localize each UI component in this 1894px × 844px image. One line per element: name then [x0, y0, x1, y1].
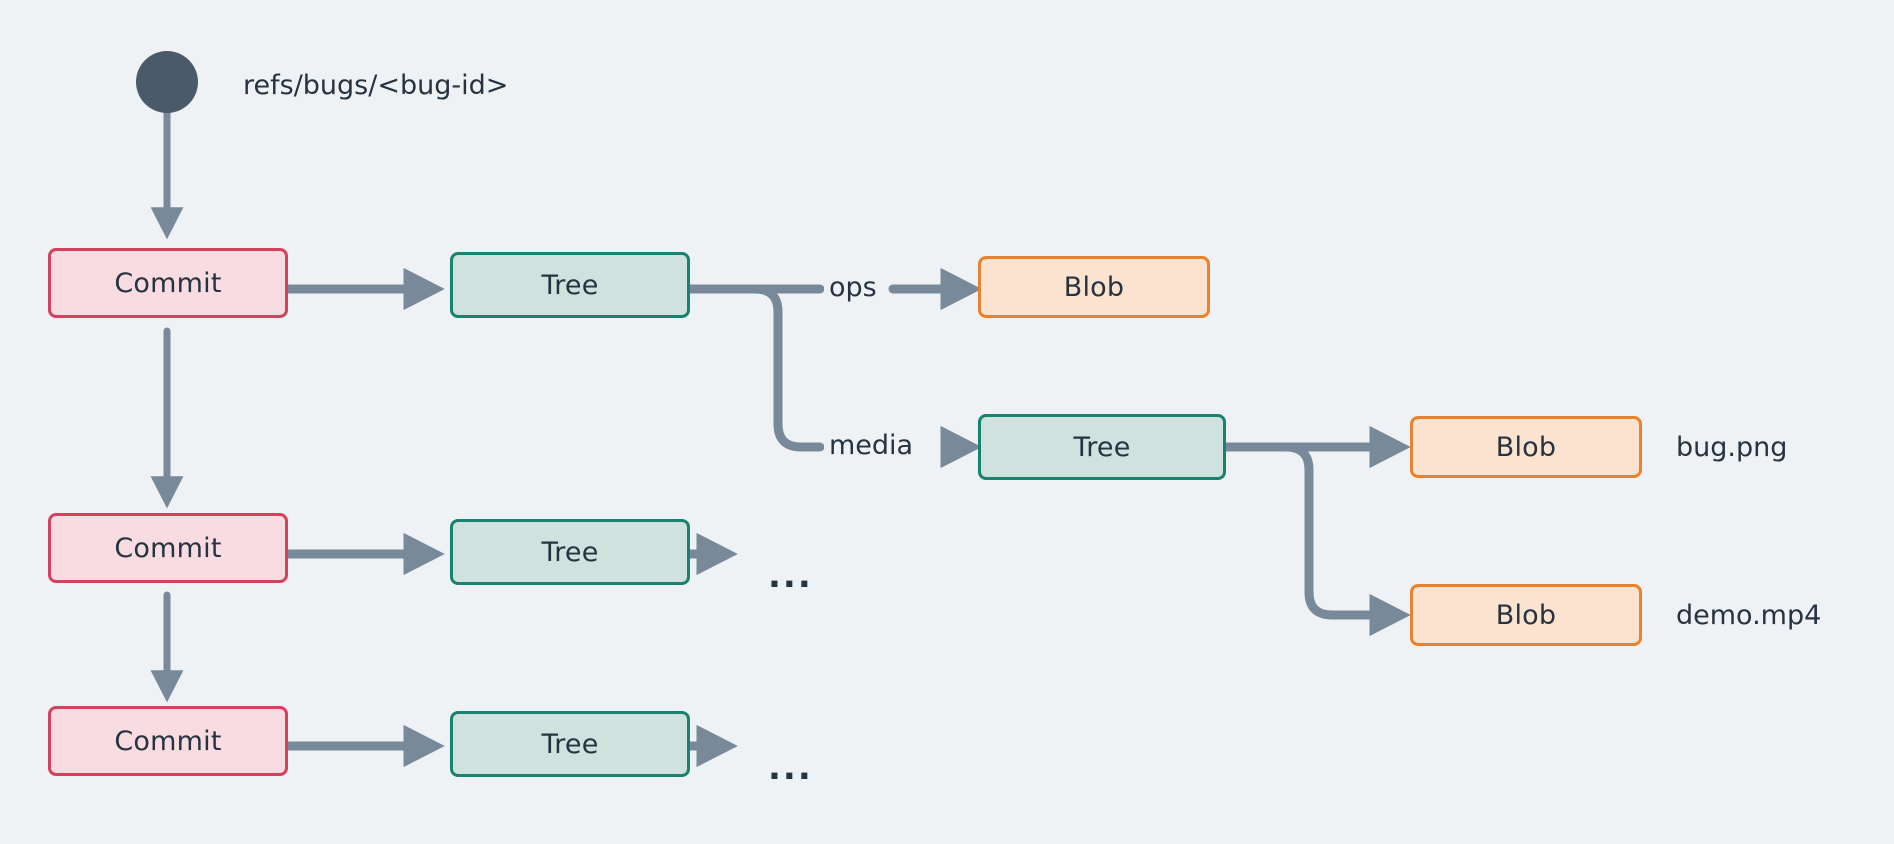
node-commit-1[interactable]: Commit	[48, 248, 288, 318]
branch-ref-dot[interactable]	[136, 51, 198, 113]
file-label-bug-png: bug.png	[1676, 432, 1788, 463]
edge-treemedia-to-demomp4	[1220, 442, 1411, 637]
edge-label-ops: ops	[824, 272, 882, 303]
edge-tree1-to-media	[685, 284, 825, 452]
node-blob-ops[interactable]: Blob	[978, 256, 1210, 318]
node-commit-3[interactable]: Commit	[48, 706, 288, 776]
node-tree-media[interactable]: Tree	[978, 414, 1226, 480]
node-blob-demo-mp4[interactable]: Blob	[1410, 584, 1642, 646]
node-blob-bug-png[interactable]: Blob	[1410, 416, 1642, 478]
edge-label-media: media	[824, 430, 919, 461]
node-tree-3[interactable]: Tree	[450, 711, 690, 777]
ellipsis-row-3: ...	[768, 748, 813, 788]
node-commit-2[interactable]: Commit	[48, 513, 288, 583]
branch-ref-label: refs/bugs/<bug-id>	[243, 70, 509, 101]
node-tree-2[interactable]: Tree	[450, 519, 690, 585]
node-tree-1[interactable]: Tree	[450, 252, 690, 318]
file-label-demo-mp4: demo.mp4	[1676, 600, 1822, 631]
ellipsis-row-2: ...	[768, 556, 813, 596]
